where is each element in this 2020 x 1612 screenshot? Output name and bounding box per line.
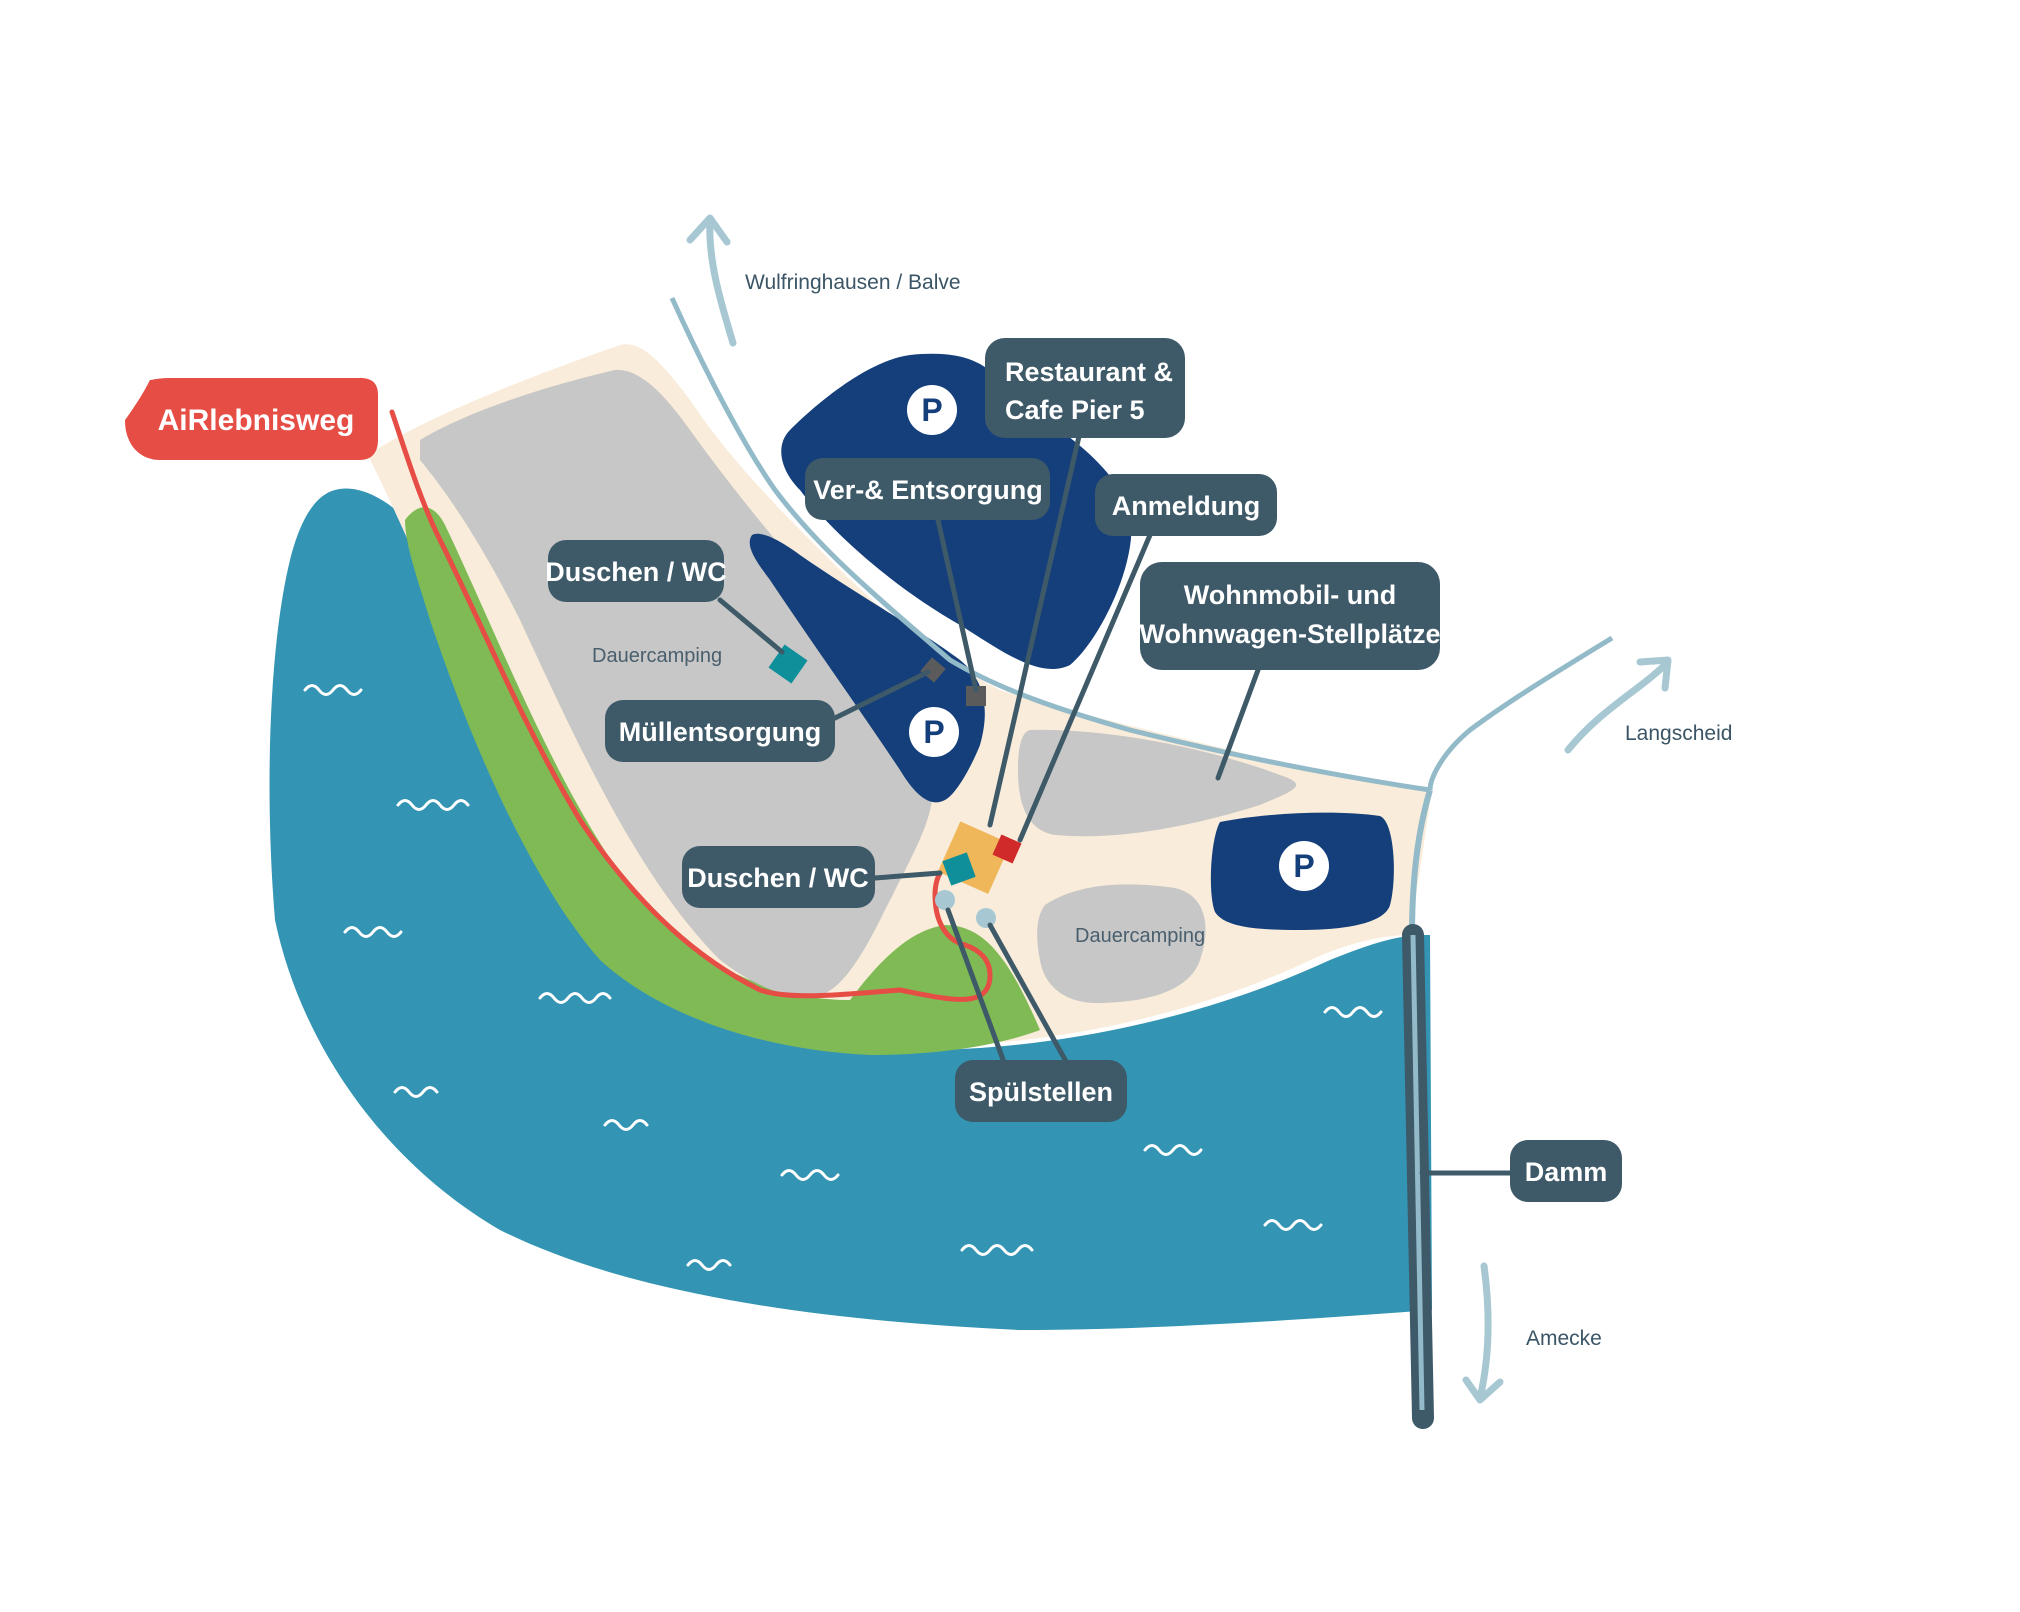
- label-ver-entsorgung[interactable]: Ver-& Entsorgung: [805, 458, 1050, 520]
- road-east: [1427, 635, 1614, 791]
- area-label-dauercamping-left: Dauercamping: [592, 645, 722, 667]
- wave-icon: [303, 684, 363, 696]
- airlebnisweg-trail: [389, 409, 993, 1002]
- wave-icon: [343, 926, 403, 938]
- leader-line-restaurant: [987, 429, 1083, 828]
- label-muellentsorgung[interactable]: Müllentsorgung: [605, 700, 835, 762]
- road-dam: [1409, 789, 1433, 936]
- label-spuelstellen[interactable]: Spülstellen: [955, 1060, 1127, 1122]
- label-wohnmobil-line2: Wohnwagen-Stellplätze: [1139, 619, 1440, 649]
- svg-text:P: P: [1293, 848, 1314, 884]
- dauercamping-area-left: [420, 369, 933, 997]
- wave-icon: [1323, 1006, 1383, 1018]
- sink-point: [935, 890, 955, 910]
- label-duschen-wc-top-text: Duschen / WC: [545, 557, 727, 587]
- wave-icon: [686, 1259, 732, 1271]
- green-shore: [405, 507, 1040, 1055]
- leader-line-ver-entsorgung: [935, 517, 979, 693]
- svg-text:P: P: [923, 714, 944, 750]
- wave-icon: [1143, 1144, 1203, 1156]
- label-restaurant[interactable]: Restaurant & Cafe Pier 5: [985, 338, 1185, 438]
- sanitary-building-top: [768, 644, 808, 684]
- label-duschen-wc-top[interactable]: Duschen / WC: [545, 540, 727, 602]
- dauercamping-area-right: [1037, 884, 1206, 1004]
- svg-text:P: P: [921, 392, 942, 428]
- area-label-dauercamping-right: Dauercamping: [1075, 925, 1205, 947]
- label-wohnmobil-line1: Wohnmobil- und: [1184, 580, 1396, 610]
- label-damm[interactable]: Damm: [1510, 1140, 1622, 1202]
- supply-station: [966, 686, 986, 706]
- sink-point: [976, 908, 996, 928]
- stellplaetze-area: [1018, 729, 1297, 837]
- road-north: [669, 296, 1431, 793]
- parking-icon: P: [909, 707, 959, 757]
- label-damm-text: Damm: [1525, 1157, 1608, 1187]
- label-muellentsorgung-text: Müllentsorgung: [619, 717, 821, 747]
- label-anmeldung[interactable]: Anmeldung: [1095, 474, 1277, 536]
- arrow-down-icon: [1462, 1262, 1504, 1404]
- destination-north: Wulfringhausen / Balve: [745, 271, 961, 294]
- waste-bin: [920, 657, 946, 683]
- leader-line-muellentsorgung: [832, 669, 931, 721]
- destination-east: Langscheid: [1625, 722, 1732, 745]
- label-airlebnisweg[interactable]: AiRlebnisweg: [125, 378, 378, 460]
- arrow-up-right-icon: [1564, 656, 1672, 754]
- wave-icon: [960, 1244, 1034, 1256]
- wave-icon: [1263, 1219, 1323, 1231]
- leader-line-duschen-bottom: [872, 870, 943, 881]
- label-wohnmobil[interactable]: Wohnmobil- und Wohnwagen-Stellplätze: [1139, 562, 1441, 670]
- wave-icons: [303, 684, 1383, 1271]
- leader-line-spuelstellen-2: [987, 922, 1071, 1068]
- label-restaurant-line2: Cafe Pier 5: [1005, 395, 1145, 425]
- leader-line-wohnmobil: [1215, 667, 1261, 781]
- wave-icon: [780, 1169, 840, 1181]
- arrow-up-icon: [686, 214, 737, 347]
- reception-building: [992, 834, 1022, 864]
- destination-south: Amecke: [1526, 1327, 1602, 1350]
- leader-line-anmeldung: [1017, 532, 1153, 843]
- label-spuelstellen-text: Spülstellen: [969, 1077, 1113, 1107]
- wave-icon: [396, 799, 470, 811]
- leader-line-duschen-top: [717, 597, 785, 655]
- label-ver-entsorgung-text: Ver-& Entsorgung: [813, 475, 1043, 505]
- sanitary-building-bottom: [942, 852, 976, 886]
- label-anmeldung-text: Anmeldung: [1112, 491, 1261, 521]
- wave-icon: [538, 992, 612, 1004]
- wave-icon: [393, 1086, 439, 1098]
- wave-icon: [603, 1119, 649, 1131]
- parking-icon: P: [907, 385, 957, 435]
- label-restaurant-line1: Restaurant &: [1005, 357, 1173, 387]
- label-duschen-wc-bottom[interactable]: Duschen / WC: [682, 846, 875, 908]
- direction-arrows: [686, 214, 1672, 1404]
- leader-line-spuelstellen-1: [945, 907, 1008, 1068]
- leader-lines: [717, 429, 1518, 1176]
- dam-road: [1410, 934, 1425, 1411]
- parking-icon: P: [1279, 841, 1329, 891]
- label-duschen-wc-bottom-text: Duschen / WC: [687, 863, 869, 893]
- label-airlebnisweg-text: AiRlebnisweg: [158, 404, 355, 437]
- lake: [269, 488, 1432, 1330]
